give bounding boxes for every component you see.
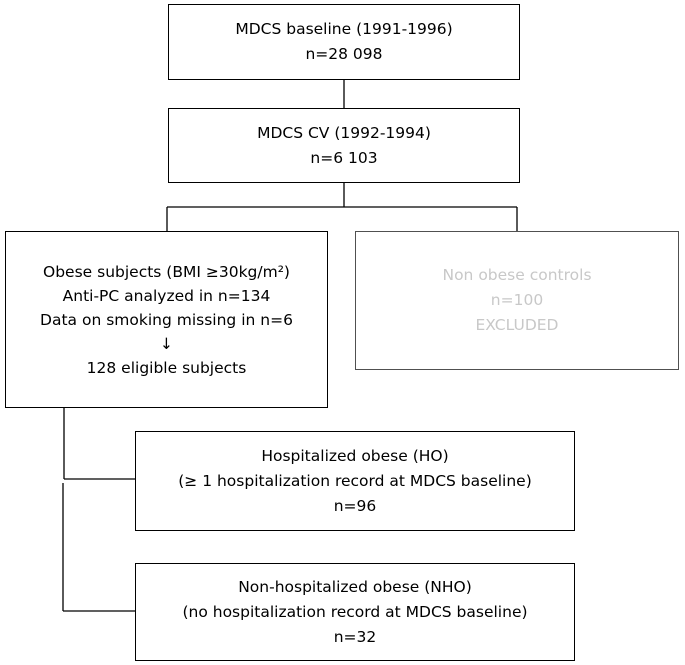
baseline-title: MDCS baseline (1991-1996) xyxy=(235,20,453,38)
cv-count: n=6 103 xyxy=(310,148,378,167)
ho-title: Hospitalized obese (HO) xyxy=(261,446,449,465)
obese-analyzed: Anti-PC analyzed in n=134 xyxy=(62,286,271,305)
box-non-hospitalized-obese: Non-hospitalized obese (NHO) (no hospita… xyxy=(135,563,575,661)
nho-title: Non-hospitalized obese (NHO) xyxy=(238,577,472,596)
box-hospitalized-obese: Hospitalized obese (HO) (≥ 1 hospitaliza… xyxy=(135,431,575,531)
box-obese-subjects: Obese subjects (BMI ≥30kg/m²) Anti-PC an… xyxy=(5,231,328,408)
nonobese-count: n=100 xyxy=(490,291,544,309)
cv-title: MDCS CV (1992-1994) xyxy=(257,123,431,142)
obese-missing: Data on smoking missing in n=6 xyxy=(40,310,293,329)
ho-count: n=96 xyxy=(333,496,377,515)
nonobese-status: EXCLUDED xyxy=(475,316,559,334)
obese-eligible: 128 eligible subjects xyxy=(86,358,247,377)
ho-description: (≥ 1 hospitalization record at MDCS base… xyxy=(178,471,532,490)
box-mdcs-baseline: MDCS baseline (1991-1996) n=28 098 xyxy=(168,4,520,80)
down-arrow-icon: ↓ xyxy=(160,334,173,353)
obese-title: Obese subjects (BMI ≥30kg/m²) xyxy=(43,262,290,281)
nho-count: n=32 xyxy=(333,627,377,646)
box-mdcs-cv: MDCS CV (1992-1994) n=6 103 xyxy=(168,108,520,183)
nho-description: (no hospitalization record at MDCS basel… xyxy=(182,602,528,621)
box-non-obese-controls: Non obese controls n=100 EXCLUDED xyxy=(355,231,679,370)
nonobese-title: Non obese controls xyxy=(442,266,592,284)
baseline-count: n=28 098 xyxy=(305,45,383,63)
